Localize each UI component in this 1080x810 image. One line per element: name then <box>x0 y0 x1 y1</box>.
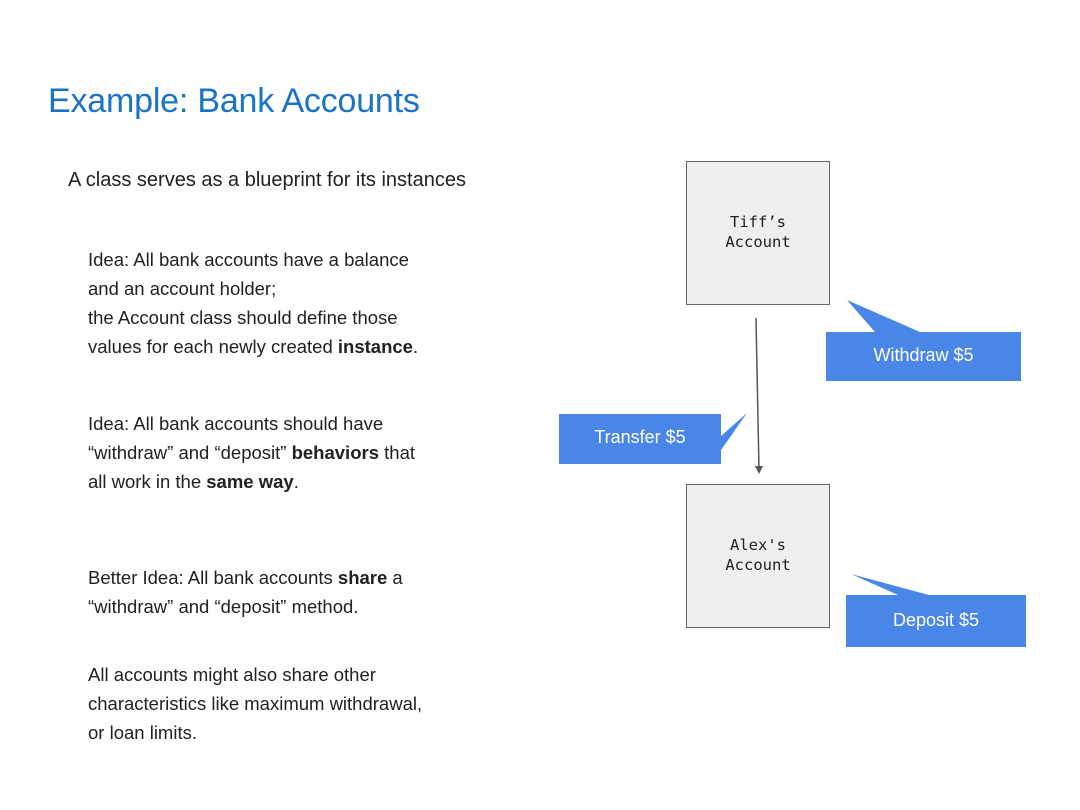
text-segment: values for each newly created <box>88 336 338 357</box>
idea-instance-paragraph: Idea: All bank accounts have a balance a… <box>88 245 568 361</box>
withdraw-callout-label: Withdraw $5 <box>873 345 974 365</box>
box-label-line: Account <box>725 233 791 251</box>
text-segment: all work in the <box>88 471 207 492</box>
alex-account-box: Alex's Account <box>686 484 830 628</box>
text-line: the Account class should define those <box>88 307 398 328</box>
shared-characteristics-paragraph: All accounts might also share other char… <box>88 660 568 747</box>
slide-title: Example: Bank Accounts <box>48 82 420 120</box>
box-label-line: Account <box>725 556 791 574</box>
text-segment: Better Idea: All bank accounts <box>88 567 338 588</box>
text-line: All accounts might also share other <box>88 664 376 685</box>
text-segment: a <box>387 567 403 588</box>
text-segment: . <box>412 336 419 357</box>
bold-term-behaviors: behaviors <box>291 442 379 463</box>
text-line: values for each newly created instance. <box>88 332 568 361</box>
text-segment: . <box>293 471 299 492</box>
bold-term-share: share <box>337 567 388 588</box>
box-label-line: Tiff’s <box>730 213 786 231</box>
text-line: “withdraw” and “deposit” behaviors that <box>88 438 568 467</box>
text-line: or loan limits. <box>88 722 197 743</box>
slide-subtitle: A class serves as a blueprint for its in… <box>68 169 466 191</box>
text-line: characteristics like maximum withdrawal, <box>88 693 423 714</box>
bold-term-same-way: same way <box>206 471 294 492</box>
text-line: all work in the same way. <box>88 467 568 496</box>
withdraw-callout-bubble <box>826 300 1021 381</box>
idea-behaviors-paragraph: Idea: All bank accounts should have “wit… <box>88 409 568 496</box>
better-idea-paragraph: Better Idea: All bank accounts share a “… <box>88 563 568 621</box>
text-line: Idea: All bank accounts should have <box>88 413 384 434</box>
text-segment: “withdraw” and “deposit” <box>88 442 292 463</box>
box-label-line: Alex's <box>730 536 786 554</box>
deposit-callout-label: Deposit $5 <box>892 610 980 630</box>
bold-term-instance: instance <box>337 336 413 357</box>
text-segment: that <box>379 442 415 463</box>
transfer-arrow <box>754 317 763 474</box>
text-line: “withdraw” and “deposit” method. <box>88 596 359 617</box>
text-line: Idea: All bank accounts have a balance <box>88 249 409 270</box>
text-line: and an account holder; <box>88 278 277 299</box>
tiff-account-box: Tiff’s Account <box>686 161 830 305</box>
transfer-callout-label: Transfer $5 <box>594 427 686 447</box>
text-line: Better Idea: All bank accounts share a <box>88 563 568 592</box>
